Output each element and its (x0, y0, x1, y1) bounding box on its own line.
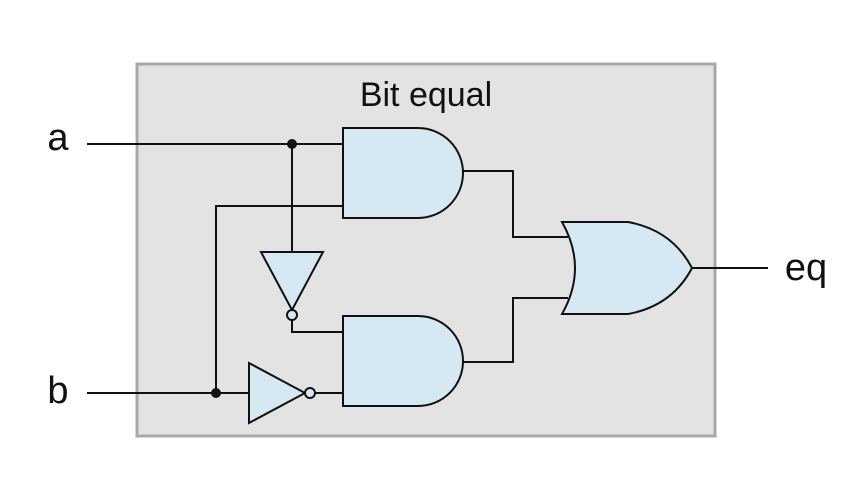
junction-dot-b (211, 388, 221, 398)
input-label-a: a (47, 117, 69, 159)
or-gate (560, 221, 694, 315)
and-gate-1 (342, 127, 464, 219)
module-title: Bit equal (360, 76, 492, 114)
not-gate-a-bubble (286, 309, 298, 321)
not-gate-b-bubble (304, 387, 316, 399)
gates (248, 127, 694, 425)
wire-and2-to-or (463, 297, 568, 363)
junction-dot-a (287, 139, 297, 149)
not-gate-a (259, 251, 325, 313)
wires (87, 143, 768, 394)
output-label-eq: eq (785, 247, 827, 289)
wire-b-to-and1 (215, 205, 343, 393)
and-gate-2 (342, 315, 464, 407)
not-gate-b (248, 361, 308, 425)
input-label-b: b (47, 370, 68, 412)
wire-and1-to-or (463, 170, 568, 238)
wire-not-a-to-and2 (291, 320, 343, 333)
